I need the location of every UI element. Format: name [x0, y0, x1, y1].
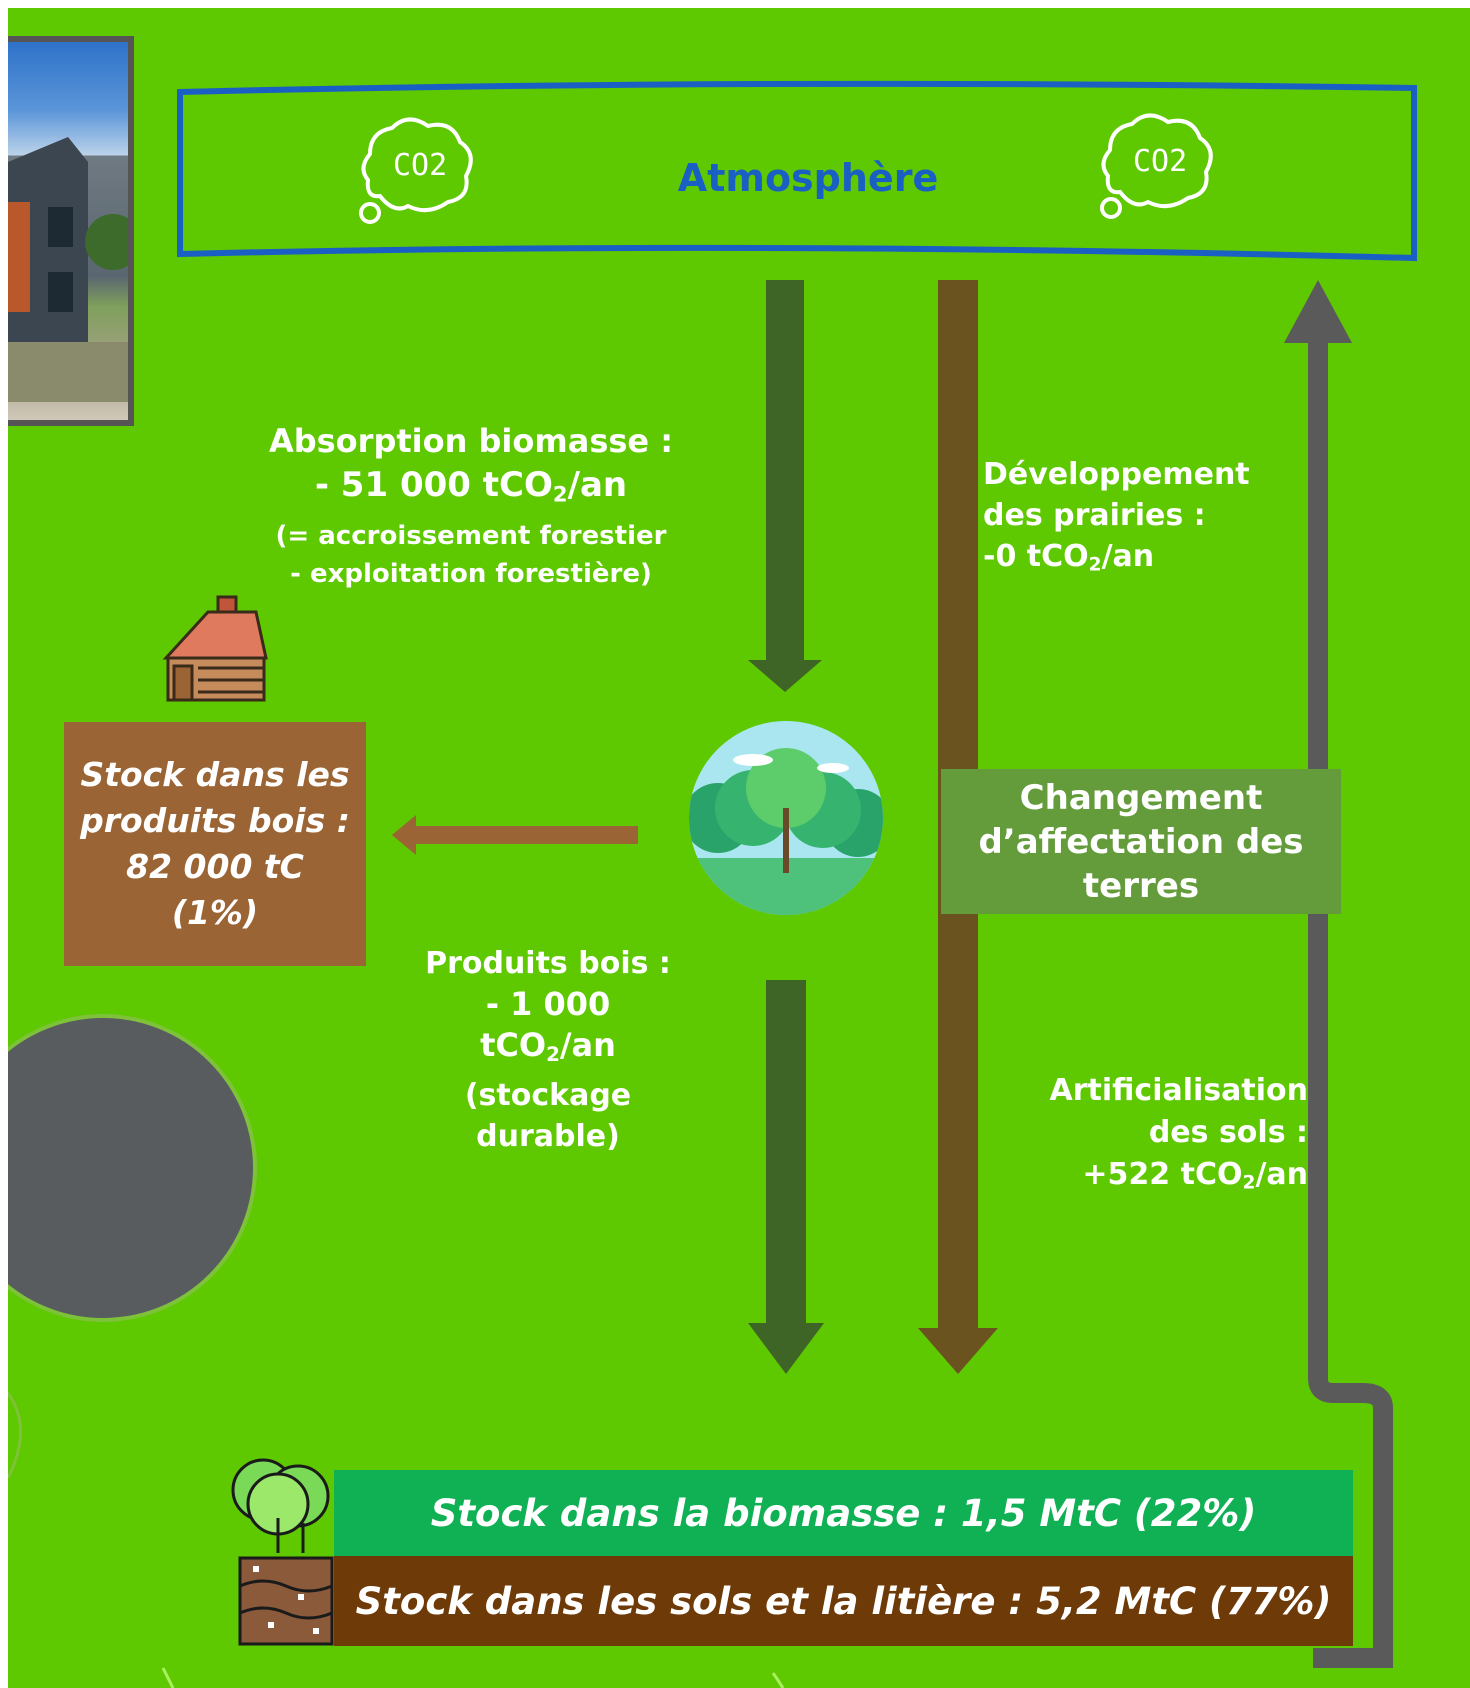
soil-icon — [238, 1556, 334, 1646]
stock-products-line-1: Stock dans les — [80, 755, 350, 794]
absorption-value-sub: 2 — [552, 481, 568, 507]
wood-products-value-sub: 2 — [546, 1042, 560, 1066]
absorption-value-suffix: /an — [567, 465, 628, 505]
stock-soil-bar: Stock dans les sols et la litière : 5,2 … — [334, 1556, 1353, 1646]
artificialisation-label: Artificialisation des sols : +522 tCO2/a… — [1008, 1070, 1308, 1205]
artificialisation-value-sub: 2 — [1242, 1172, 1256, 1194]
artificialisation-value: +522 tCO2/an — [1008, 1154, 1308, 1205]
wood-products-line-4: (stockage — [464, 1077, 632, 1113]
prairies-value-suffix: /an — [1101, 539, 1155, 574]
co2-cloud-left-label: CO2 — [393, 148, 448, 183]
stock-products-line-3: 82 000 tC — [126, 847, 304, 886]
land-change-box: Changement d’affectation des terres — [941, 769, 1341, 914]
artificialisation-line-2: des sols : — [1148, 1115, 1308, 1150]
stock-products-line-2: produits bois : — [80, 801, 350, 840]
artificialisation-arrowhead — [1284, 280, 1352, 343]
atmosphere-label: Atmosphère — [677, 156, 939, 200]
prairies-line-1: Développement — [983, 457, 1250, 492]
artificialisation-arrow — [1308, 338, 1393, 1668]
wood-products-value: tCO2/an — [408, 1025, 688, 1075]
trees-icon — [231, 1458, 330, 1553]
land-change-line-3: terres — [1082, 865, 1200, 906]
wood-products-line-1: Produits bois : — [425, 946, 671, 981]
stock-biomass-label: Stock dans la biomasse : 1,5 MtC (22%) — [430, 1491, 1257, 1535]
land-change-line-2: d’affectation des — [978, 821, 1304, 862]
absorption-value: - 51 000 tCO2/an — [246, 462, 696, 517]
artificialisation-value-prefix: +522 tCO — [1082, 1157, 1243, 1192]
diagram-panel: CO2 CO2 Atmosphère Absorption biomasse :… — [8, 8, 1470, 1688]
prairies-line-2: des prairies : — [983, 498, 1206, 533]
absorption-note-1: (= accroissement forestier — [275, 521, 667, 552]
stock-biomass-bar: Stock dans la biomasse : 1,5 MtC (22%) — [334, 1470, 1353, 1556]
absorption-arrow — [748, 280, 822, 692]
absorption-note-2: - exploitation forestière) — [290, 559, 652, 590]
co2-cloud-left-icon — [359, 117, 473, 224]
absorption-title: Absorption biomasse : — [268, 422, 674, 460]
stock-products-arrow — [392, 815, 638, 855]
artificialisation-line-1: Artificialisation — [1049, 1073, 1308, 1108]
land-change-line-1: Changement — [1019, 777, 1263, 818]
stock-products-line-4: (1%) — [171, 893, 259, 932]
atmosphere-frame — [177, 80, 1417, 262]
prairies-value-sub: 2 — [1088, 554, 1102, 576]
house-photo — [8, 36, 134, 426]
stock-soil-label: Stock dans les sols et la litière : 5,2 … — [355, 1579, 1332, 1623]
wood-products-line-5: durable) — [476, 1118, 620, 1154]
forest-icon — [689, 721, 883, 915]
wood-products-value-prefix: tCO — [480, 1026, 547, 1064]
prairies-label: Développement des prairies : -0 tCO2/an — [983, 454, 1303, 586]
wood-products-line-2: - 1 000 — [485, 985, 611, 1023]
wood-products-value-suffix: /an — [559, 1026, 616, 1064]
wood-products-label: Produits bois : - 1 000 tCO2/an (stockag… — [408, 943, 688, 1157]
co2-cloud-right-icon — [1100, 113, 1213, 219]
absorption-label: Absorption biomasse : - 51 000 tCO2/an (… — [246, 420, 696, 593]
grey-circle — [8, 1014, 257, 1322]
prairies-value: -0 tCO2/an — [983, 536, 1303, 586]
artificialisation-value-suffix: /an — [1255, 1157, 1308, 1192]
co2-cloud-right-label: CO2 — [1133, 144, 1188, 179]
stock-products-box: Stock dans les produits bois : 82 000 tC… — [64, 722, 366, 966]
prairies-value-prefix: -0 tCO — [983, 539, 1089, 574]
absorption-value-prefix: - 51 000 tCO — [314, 465, 553, 505]
wood-house-icon — [162, 595, 268, 702]
wood-products-arrow — [748, 980, 824, 1374]
